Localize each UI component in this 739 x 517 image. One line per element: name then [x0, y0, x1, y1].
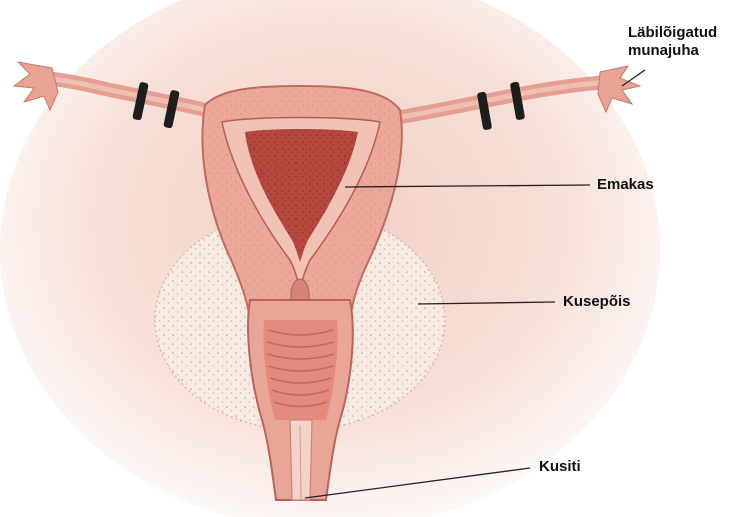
- label-cut-fallopian-tube-line2: munajuha: [628, 42, 717, 60]
- label-urethra: Kusiti: [539, 458, 581, 476]
- label-cut-fallopian-tube: Läbilõigatud munajuha: [628, 24, 717, 60]
- label-uterus: Emakas: [597, 176, 654, 194]
- label-bladder: Kusepõis: [563, 293, 631, 311]
- label-cut-fallopian-tube-line1: Läbilõigatud: [628, 24, 717, 42]
- urethra: [290, 420, 312, 500]
